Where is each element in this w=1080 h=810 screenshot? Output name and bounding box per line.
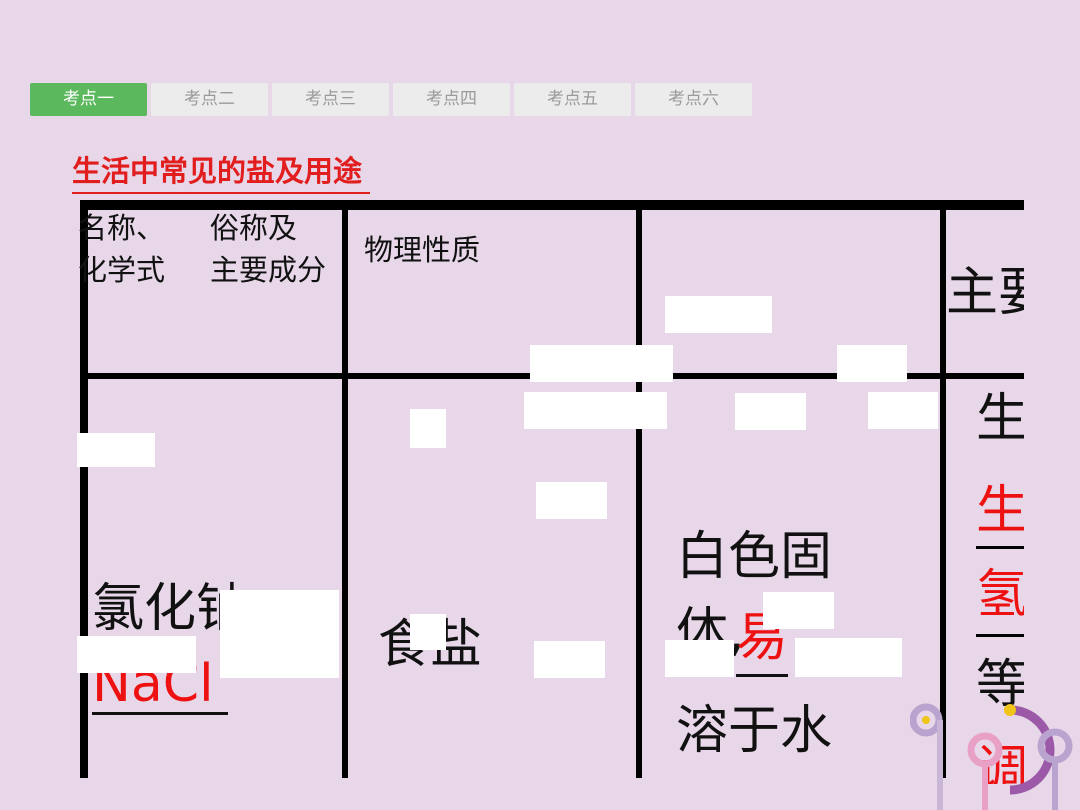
tab-kaodian-2[interactable]: 考点二 <box>151 83 268 116</box>
cell-usage-line4: 等 <box>976 655 1024 715</box>
cell-physical-line3: 溶于水 <box>676 701 833 761</box>
mask-block <box>665 640 734 677</box>
cell-usage-line3: 氢 <box>976 565 1024 625</box>
mask-block <box>536 482 607 519</box>
header-name-line2: 化学式 <box>78 253 166 287</box>
tab-kaodian-6[interactable]: 考点六 <box>635 83 752 116</box>
mask-block <box>530 345 673 382</box>
table-col-line-3 <box>636 200 642 778</box>
page-title: 生活中常见的盐及用途 <box>72 148 371 194</box>
tab-kaodian-4[interactable]: 考点四 <box>393 83 510 116</box>
table-col-line-2 <box>342 200 348 778</box>
mask-block <box>665 296 772 333</box>
mask-block <box>868 392 938 429</box>
mask-block <box>77 433 155 467</box>
header-name-line1: 名称、 <box>78 211 166 245</box>
table-col-line-1 <box>80 200 88 778</box>
header-physical-properties: 物理性质 <box>364 233 481 267</box>
tab-bar: 考点一 考点二 考点三 考点四 考点五 考点六 <box>30 83 752 116</box>
usage-blank-underline-2 <box>976 634 1024 637</box>
cell-physical-line1: 白色固 <box>676 527 833 587</box>
mask-block <box>763 592 834 629</box>
table-top-border <box>80 200 1024 210</box>
tab-kaodian-3[interactable]: 考点三 <box>272 83 389 116</box>
header-alias-line1: 俗称及 <box>210 211 298 245</box>
tab-kaodian-1[interactable]: 考点一 <box>30 83 147 116</box>
header-usage: 主要 <box>946 263 1024 323</box>
mask-block <box>837 345 907 382</box>
mask-block <box>220 590 339 678</box>
mask-block <box>534 641 605 678</box>
mask-block <box>77 636 196 673</box>
tab-kaodian-5[interactable]: 考点五 <box>514 83 631 116</box>
table-col-line-4 <box>940 200 946 778</box>
mask-block <box>795 638 902 677</box>
cell-usage-line2: 生 <box>976 481 1024 541</box>
decorative-ornament-icon <box>910 703 1073 810</box>
mask-block <box>524 392 667 429</box>
cell-usage-line1: 生 <box>976 389 1024 449</box>
usage-blank-underline-1 <box>976 546 1024 549</box>
mask-block <box>410 614 446 650</box>
mask-block <box>410 409 446 448</box>
mask-block <box>735 393 806 430</box>
header-alias-line2: 主要成分 <box>210 253 327 287</box>
